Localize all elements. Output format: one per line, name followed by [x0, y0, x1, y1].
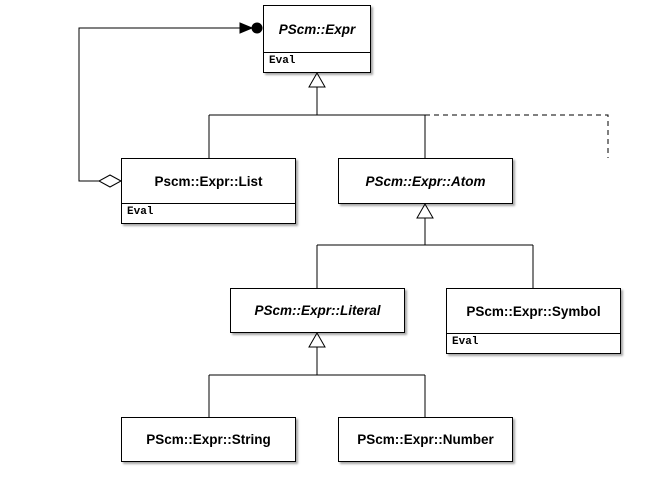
class-number-name: PScm::Expr::Number	[357, 432, 494, 447]
aggregation-endpoint-dot	[251, 22, 263, 34]
generalization-arrowhead-expr	[308, 71, 326, 88]
generalization-arrowhead-atom	[416, 202, 434, 219]
class-atom-name: PScm::Expr::Atom	[365, 173, 486, 189]
class-literal[interactable]: PScm::Expr::Literal	[230, 288, 405, 333]
class-list-operation: Eval	[122, 203, 295, 223]
class-expr-operation: Eval	[264, 52, 370, 72]
class-symbol[interactable]: PScm::Expr::Symbol Eval	[446, 288, 621, 354]
class-expr-name: PScm::Expr	[278, 21, 356, 37]
class-symbol-operation: Eval	[447, 333, 620, 353]
class-list-name: Pscm::Expr::List	[154, 173, 263, 189]
aggregation-arrowhead	[239, 22, 254, 34]
class-list[interactable]: Pscm::Expr::List Eval	[121, 158, 296, 224]
generalization-dashed-line	[425, 114, 609, 158]
class-string[interactable]: PScm::Expr::String	[121, 417, 296, 462]
class-symbol-name: PScm::Expr::Symbol	[466, 303, 601, 319]
class-literal-name: PScm::Expr::Literal	[254, 303, 381, 318]
class-expr[interactable]: PScm::Expr Eval	[263, 5, 371, 73]
aggregation-line	[78, 27, 246, 182]
generalization-arrowhead-literal	[308, 331, 326, 348]
class-atom[interactable]: PScm::Expr::Atom	[338, 158, 513, 204]
class-number[interactable]: PScm::Expr::Number	[338, 417, 513, 462]
aggregation-diamond	[97, 174, 123, 188]
class-string-name: PScm::Expr::String	[146, 432, 271, 447]
